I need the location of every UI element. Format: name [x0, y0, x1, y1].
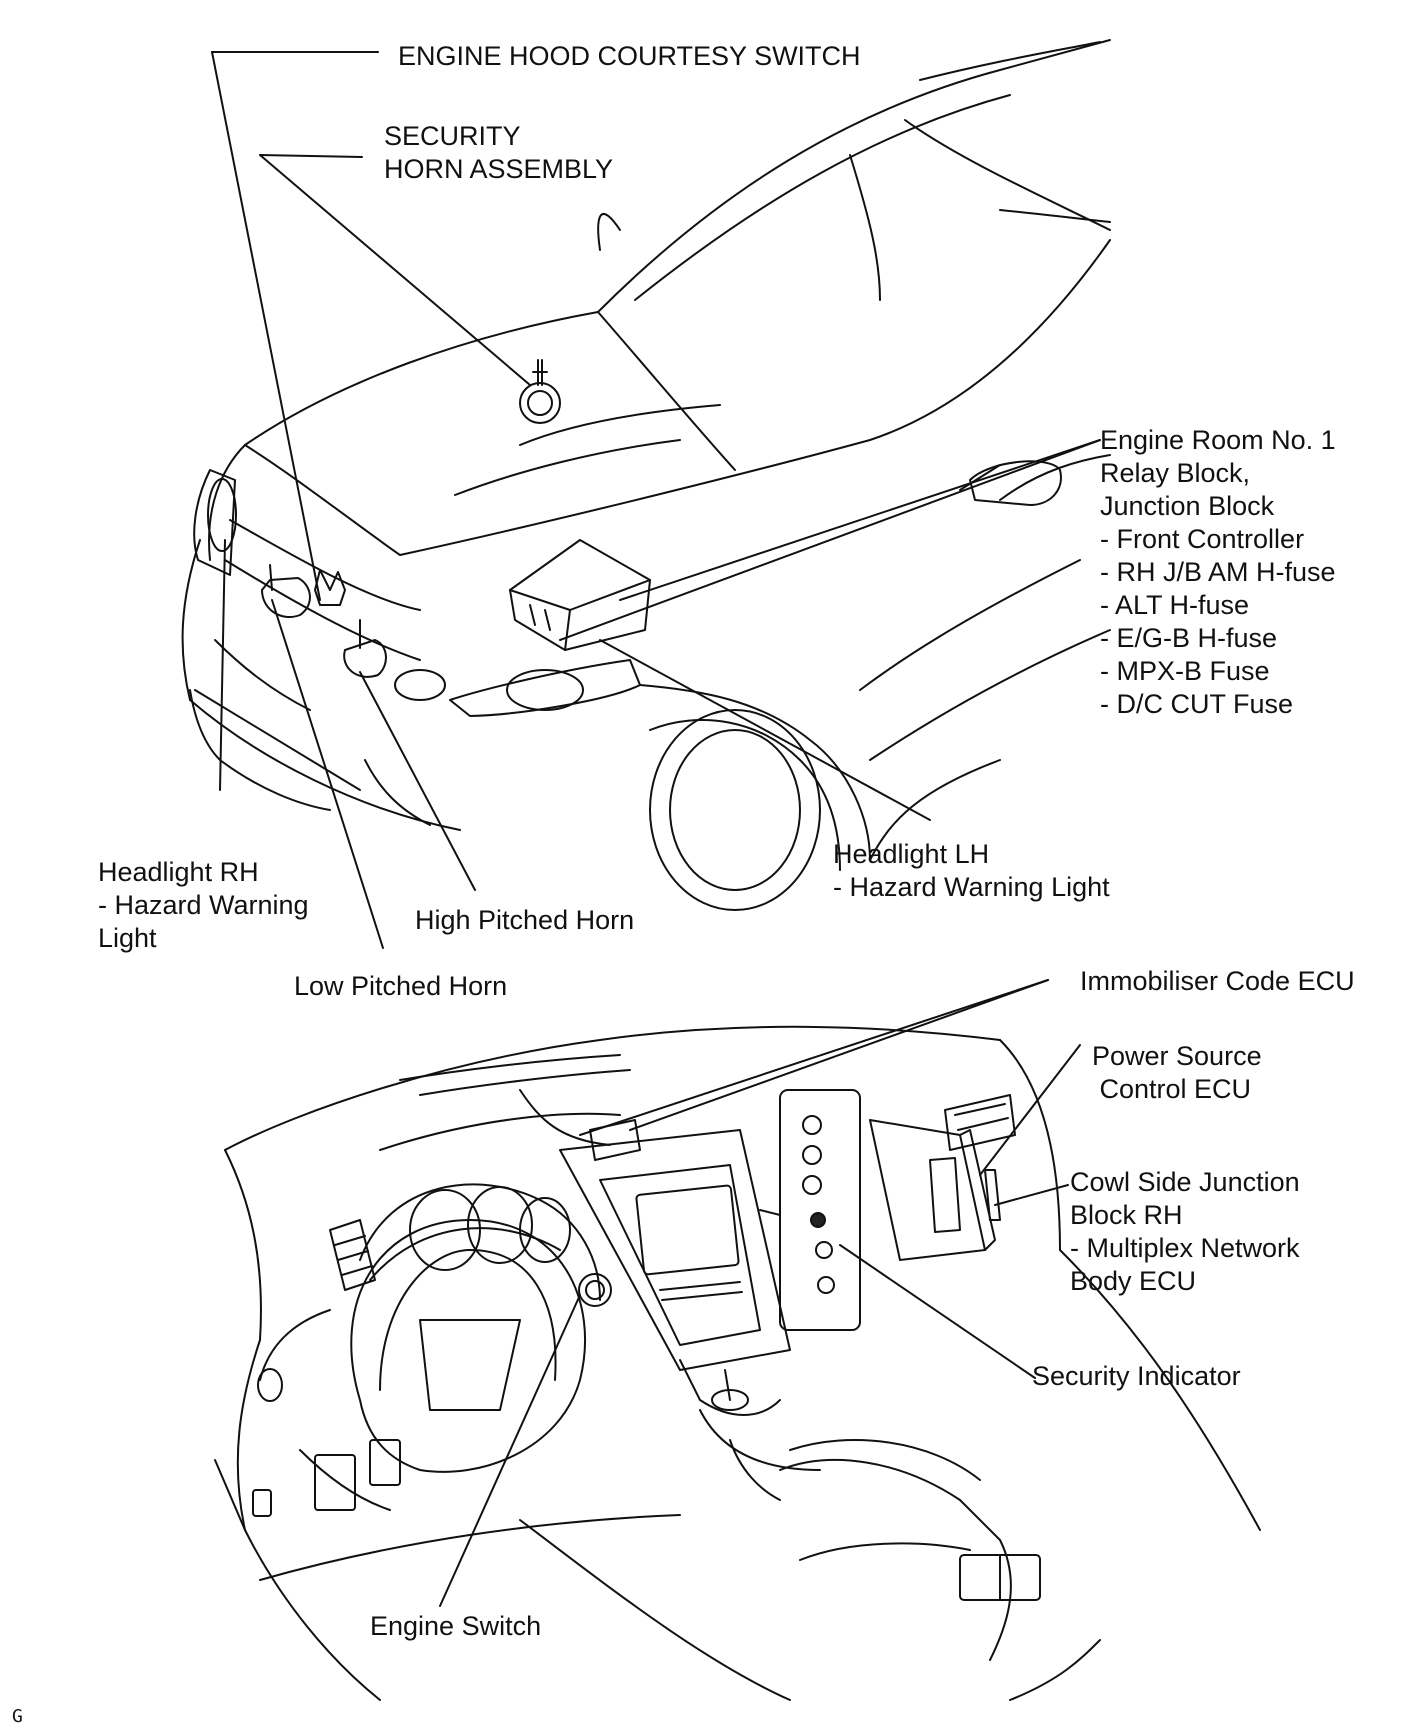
label-line: - Hazard Warning [98, 890, 309, 920]
label-immobiliser-code-ecu: Immobiliser Code ECU [1080, 966, 1355, 996]
label-line: Light [98, 923, 157, 953]
label-line: - Multiplex Network [1070, 1233, 1300, 1263]
label-line: Headlight LH [833, 839, 990, 869]
label-line: Power Source [1092, 1041, 1262, 1071]
label-line: - Hazard Warning Light [833, 872, 1110, 902]
figure-code: G [12, 1706, 23, 1727]
label-engine-room-relay-block: Engine Room No. 1 Relay Block, Junction … [1100, 424, 1336, 721]
label-line: HORN ASSEMBLY [384, 154, 614, 184]
label-line: SECURITY [384, 121, 521, 151]
label-headlight-rh: Headlight RH - Hazard Warning Light [98, 856, 309, 955]
label-engine-switch: Engine Switch [370, 1611, 542, 1641]
label-security-horn-assembly: SECURITY HORN ASSEMBLY [384, 120, 613, 186]
label-line: - ALT H-fuse [1100, 590, 1250, 620]
label-line: Headlight RH [98, 857, 259, 887]
label-engine-hood-courtesy-switch: ENGINE HOOD COURTESY SWITCH [398, 41, 861, 71]
label-line: - Front Controller [1100, 524, 1305, 554]
label-line: Relay Block, [1100, 458, 1251, 488]
label-low-pitched-horn: Low Pitched Horn [294, 971, 508, 1001]
label-power-source-control-ecu: Power Source Control ECU [1092, 1040, 1262, 1106]
car-interior-drawing [214, 1025, 1261, 1701]
label-line: - RH J/B AM H-fuse [1100, 557, 1336, 587]
label-headlight-lh: Headlight LH - Hazard Warning Light [833, 838, 1110, 904]
label-line: Control ECU [1092, 1074, 1252, 1104]
label-high-pitched-horn: High Pitched Horn [415, 905, 635, 935]
label-line: Junction Block [1100, 491, 1275, 521]
label-security-indicator: Security Indicator [1032, 1361, 1241, 1391]
label-line: Block RH [1070, 1200, 1183, 1230]
label-line: Engine Room No. 1 [1100, 425, 1336, 455]
label-line: - D/C CUT Fuse [1100, 689, 1294, 719]
leader-lines [211, 51, 1101, 1607]
label-line: - E/G-B H-fuse [1100, 623, 1278, 653]
label-line: - MPX-B Fuse [1100, 656, 1270, 686]
label-line: Cowl Side Junction [1070, 1167, 1300, 1197]
label-line: Body ECU [1070, 1266, 1197, 1296]
label-cowl-side-junction-block: Cowl Side Junction Block RH - Multiplex … [1070, 1166, 1300, 1298]
car-exterior-drawing [181, 39, 1111, 911]
